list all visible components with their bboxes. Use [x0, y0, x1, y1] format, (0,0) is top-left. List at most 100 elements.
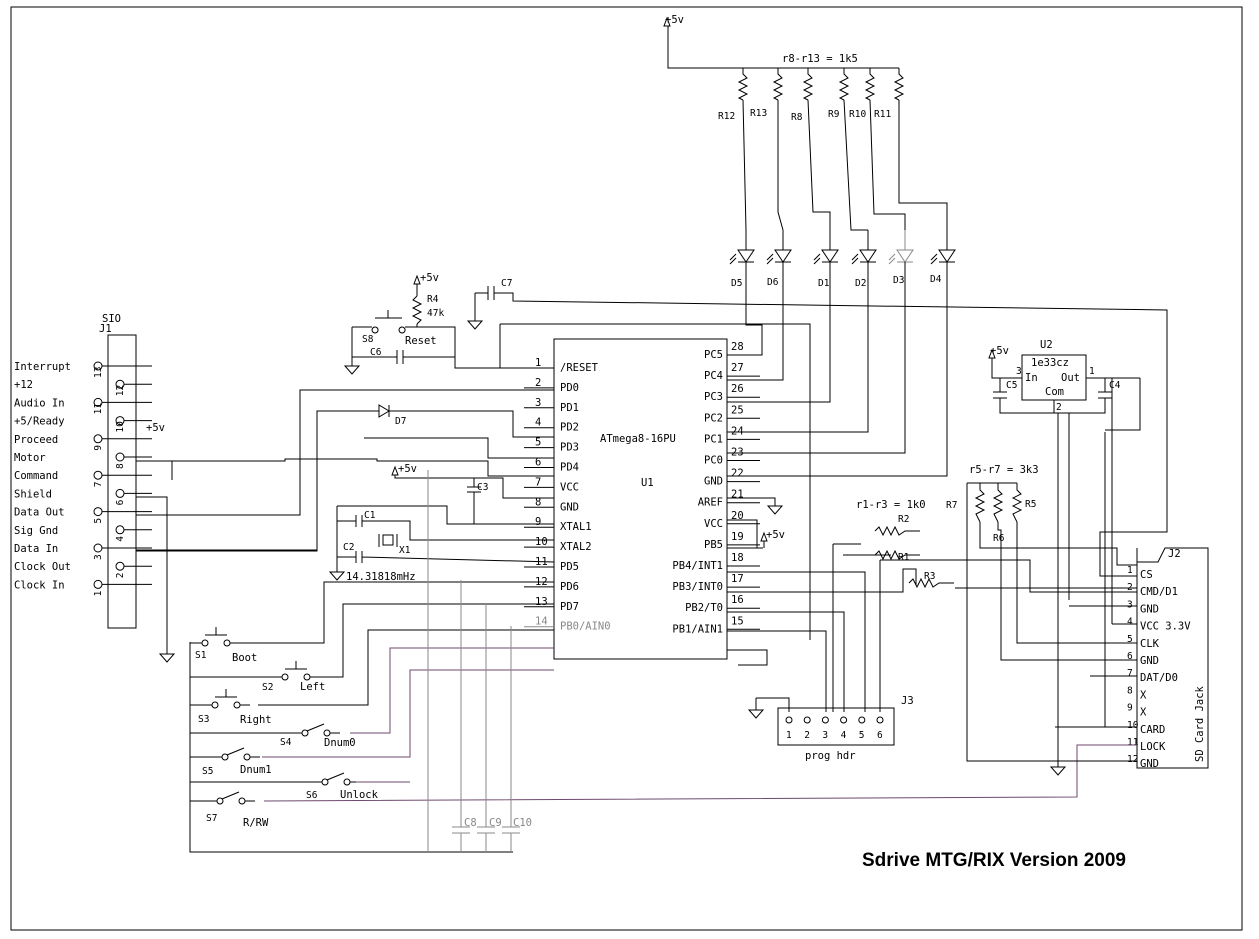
- prog-pin-number: 2: [804, 730, 810, 741]
- d3-label: D3: [893, 275, 904, 286]
- sd-gnd: [1049, 413, 1067, 776]
- prog-header-name: prog hdr: [805, 750, 856, 762]
- switch-contact: [211, 701, 219, 709]
- r3-label: R3: [924, 571, 935, 582]
- mcu-pin-number: 18: [731, 552, 744, 564]
- sio-pin-label: Clock Out: [14, 561, 71, 573]
- resistor-body: [908, 577, 954, 589]
- led-arrows: [813, 253, 821, 265]
- sio-pin-number: 12: [115, 385, 126, 396]
- r9-label: R9: [828, 109, 840, 120]
- d4-label: D4: [930, 274, 942, 285]
- s8-name: Reset: [405, 335, 437, 347]
- c5-label: C5: [1006, 380, 1017, 391]
- reset-section: +5v R4 47k S8 Reset C6 C7: [343, 272, 1168, 640]
- led-arrows: [851, 253, 859, 265]
- switch-ref: S4: [280, 737, 292, 748]
- mcu-pin-name: PB0/AIN0: [560, 621, 611, 633]
- sd-pin-name: VCC 3.3V: [1140, 621, 1191, 633]
- switch-ref: S7: [206, 813, 217, 824]
- c7-wires: [474, 286, 1168, 577]
- sio-pin-contact: [93, 434, 103, 444]
- c4-label: C4: [1109, 380, 1121, 391]
- led-body: [774, 230, 792, 263]
- sd-pin-name: X: [1140, 689, 1147, 701]
- prog-pin-number: 1: [786, 730, 792, 741]
- switch-actuator: [306, 723, 325, 732]
- sd-card-body: [1136, 547, 1209, 769]
- resistor-body: [772, 68, 784, 101]
- sio-pin-contact: [93, 470, 103, 480]
- regulator-ref: U2: [1040, 339, 1053, 351]
- switch-contact: [343, 778, 351, 786]
- r7-label: R7: [946, 500, 957, 511]
- r4-value: 47k: [427, 308, 444, 319]
- switch-actuator: [326, 772, 345, 781]
- led-arrows: [930, 253, 938, 265]
- mcu-pin-number: 2: [535, 377, 541, 389]
- mcu-pin-number: 19: [731, 531, 744, 543]
- switch-contact: [233, 701, 241, 709]
- mcu-pin-number: 15: [731, 615, 744, 627]
- prog-pin-contact: [876, 716, 884, 724]
- mcu-pin-number: 8: [535, 496, 541, 508]
- prog-pin-contact: [858, 716, 866, 724]
- supply-label-sio: +5v: [146, 422, 165, 434]
- mcu-pin-name: PD5: [560, 561, 579, 573]
- mcu-pin-name: PD0: [560, 382, 579, 394]
- prog-pin-number: 5: [859, 730, 865, 741]
- mcu-pin-number: 9: [535, 516, 541, 528]
- switch-label: Dnum1: [240, 764, 272, 776]
- sd-card-ref: J2: [1168, 548, 1181, 560]
- shield-wire: [136, 496, 168, 654]
- mcu-pin-name: PB1/AIN1: [672, 623, 723, 635]
- regulator-com-label: Com: [1045, 386, 1064, 398]
- sd-pin-number: 3: [1127, 599, 1133, 610]
- x1-label: X1: [399, 545, 411, 556]
- sio-pin-number: 11: [93, 403, 104, 415]
- switch-actuator: [226, 747, 245, 756]
- switch-routes: [240, 581, 554, 706]
- switch-contact: [281, 673, 289, 681]
- switch-actuator: [285, 661, 307, 670]
- r2-label: R2: [898, 514, 909, 525]
- sd-pin-name: GND: [1140, 655, 1159, 667]
- prog-header-ref: J3: [901, 695, 914, 707]
- c6-label: C6: [370, 347, 382, 358]
- s8-label: S8: [362, 334, 374, 345]
- sio-connector-body: [107, 334, 137, 629]
- resistor-body: [974, 483, 986, 523]
- mcu-pin-number: 24: [731, 425, 744, 437]
- d5-label: D5: [731, 278, 742, 289]
- sd-pin-name: LOCK: [1140, 741, 1166, 753]
- r4-body: [411, 295, 423, 325]
- led-arrows: [766, 253, 774, 265]
- r1-label: R1: [898, 552, 910, 563]
- switch-ref: S5: [202, 766, 213, 777]
- switch-actuator: [205, 627, 227, 636]
- switch-label: Dnum0: [324, 737, 356, 749]
- supply-label-top: +5v: [665, 14, 684, 26]
- mcu-pin-name: VCC: [704, 518, 723, 530]
- d6-label: D6: [767, 277, 779, 288]
- mcu-pin-name: PC2: [704, 412, 723, 424]
- prog-pin-number: 3: [822, 730, 828, 741]
- mcu-supply-arrow: [760, 531, 768, 548]
- ground-symbol: [747, 709, 765, 719]
- switch-contact: [321, 778, 329, 786]
- mcu-pin-number: 10: [535, 536, 548, 548]
- mcu-pin-name: PB2/T0: [685, 602, 723, 614]
- r6-label: R6: [993, 533, 1005, 544]
- sio-pin-label: +12: [14, 379, 33, 391]
- regulator-in-label: In: [1025, 372, 1038, 384]
- sio-pin-number: 4: [115, 536, 126, 542]
- crystal-plates: [378, 534, 398, 547]
- crystal-body: [382, 534, 394, 546]
- prog-gnd-wire: [755, 697, 790, 712]
- sio-pin-number: 9: [93, 445, 104, 451]
- mcu-pin-name: /RESET: [560, 362, 599, 374]
- sio-pin-label: Shield: [14, 488, 52, 500]
- led-section: +5v r8-r13 = 1k5 R12 R13 R8 R9 R10 R11 D…: [663, 14, 956, 477]
